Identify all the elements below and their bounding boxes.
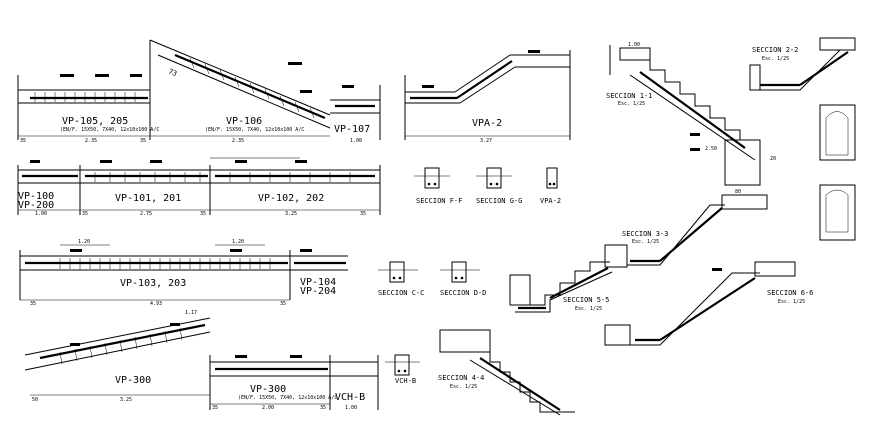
- dim-vp300a-a: 50: [32, 397, 38, 403]
- dim-vchb: 1.00: [345, 405, 357, 411]
- section-vpa2s: VPA-2: [540, 167, 561, 205]
- dim-80: 80: [735, 189, 741, 195]
- dim-vp101-a: 35: [82, 211, 88, 217]
- section-66-scale: Esc. 1/25: [778, 299, 805, 305]
- section-22: SECCION 2-2 Esc. 1/25: [749, 37, 856, 241]
- section-dd-label: SECCION D-D: [440, 289, 486, 297]
- section-vchbs-label: VCH-B: [395, 377, 416, 385]
- beam-vp106: 73 VP-106 (EN/F. 15X50, 7X40, 12x10x100 …: [149, 39, 331, 144]
- dim-vp105-c: 35: [140, 138, 146, 144]
- section-44: SECCION 4-4 Esc. 1/25: [438, 329, 575, 416]
- beam-vp105-label: VP-105, 205: [62, 116, 128, 127]
- section-ff: SECCION F-F: [414, 167, 462, 205]
- dim-vp300b-c: 35: [320, 405, 326, 411]
- beam-vp105: VP-105, 205 (EN/F. 15X50, 7X40, 12x10x10…: [17, 74, 159, 144]
- section-55-label: SECCION 5-5: [563, 296, 609, 304]
- beam-vp300a-label: VP-300: [115, 375, 151, 386]
- section-44-scale: Esc. 1/25: [450, 384, 477, 390]
- dim-vp300a-b: 3.25: [120, 397, 132, 403]
- section-55-scale: Esc. 1/25: [575, 306, 602, 312]
- beam-vpa2: VPA-2 3.27: [404, 50, 571, 144]
- beam-vp100: VP-100 VP-200 1.00: [17, 160, 80, 217]
- section-33-scale: Esc. 1/25: [632, 239, 659, 245]
- dim-250: 2.50: [705, 146, 717, 152]
- beam-vp300b: VP-300 (EN/F. 15X50, 7X40, 12x10x100 A/C…: [209, 355, 337, 411]
- dim-vp102-a: 3.25: [285, 211, 297, 217]
- section-22-scale: Esc. 1/25: [762, 56, 789, 62]
- beam-vp103: 1.20 1.20 VP-103, 203 35 4.93 35: [19, 239, 290, 307]
- dim-100: 1.00: [628, 42, 640, 48]
- dim-vp101-b: 2.75: [140, 211, 152, 217]
- section-66-label: SECCION 6-6: [767, 289, 813, 297]
- beam-vp102-label: VP-102, 202: [258, 193, 324, 204]
- dim-vp100: 1.00: [35, 211, 47, 217]
- beam-vp100-label2: VP-200: [18, 200, 54, 211]
- section-gg: SECCION G-G: [476, 167, 522, 205]
- section-11-label: SECCION 1-1: [606, 92, 652, 100]
- dim-vp107: 1.00: [350, 138, 362, 144]
- section-vpa2s-label: VPA-2: [540, 197, 561, 205]
- dim-vp101-c: 35: [200, 211, 206, 217]
- dim-vp103-a: 35: [30, 301, 36, 307]
- beam-vp106-label: VP-106: [226, 116, 262, 127]
- section-44-label: SECCION 4-4: [438, 374, 484, 382]
- beam-vp103-label: VP-103, 203: [120, 278, 186, 289]
- section-cc: SECCION C-C: [378, 261, 424, 297]
- section-22-label: SECCION 2-2: [752, 46, 798, 54]
- beam-vp104-label: VP-104: [300, 277, 336, 288]
- dim-vp102-b: 35: [360, 211, 366, 217]
- beam-vp104-label2: VP-204: [300, 286, 336, 297]
- section-vchbs: VCH-B: [385, 354, 420, 385]
- section-cc-label: SECCION C-C: [378, 289, 424, 297]
- dim-vpa2: 3.27: [480, 138, 492, 144]
- svg-text:73: 73: [167, 67, 178, 78]
- beam-vp101: VP-101, 201 35 2.75 35: [18, 160, 380, 217]
- section-ff-label: SECCION F-F: [416, 197, 462, 205]
- beam-vchb: VCH-B 1.00: [329, 355, 379, 411]
- dim-vp106: 2.35: [232, 138, 244, 144]
- section-11: 1.00 2.50 80 20 SECCION 1-1 Esc. 1/25: [606, 42, 776, 195]
- dim-vp300b-a: 35: [212, 405, 218, 411]
- dim-20: 20: [770, 156, 776, 162]
- beam-vp300b-note: (EN/F. 15X50, 7X40, 12x10x100 A/C: [238, 395, 337, 401]
- dim-vp103-top-a: 1.20: [78, 239, 90, 245]
- beam-vpa2-label: VPA-2: [472, 118, 502, 129]
- beam-vp107-label: VP-107: [334, 124, 370, 135]
- section-gg-label: SECCION G-G: [476, 197, 522, 205]
- section-55: SECCION 5-5 Esc. 1/25: [509, 261, 613, 313]
- section-66: SECCION 6-6 Esc. 1/25: [604, 261, 813, 346]
- section-11-scale: Esc. 1/25: [618, 101, 645, 107]
- beam-vp106-note: (EN/F. 15X50, 7X40, 12x10x100 A/C: [205, 127, 304, 133]
- beam-vp102: VP-102, 202 3.25 35: [209, 157, 381, 217]
- beam-vp105-note: (EN/F. 15X50, 7X40, 12x10x100 A/C: [60, 127, 159, 133]
- beam-vp100-label: VP-100: [18, 191, 54, 202]
- dim-vp103-b: 4.93: [150, 301, 162, 307]
- dim-vp105-a: 35: [20, 138, 26, 144]
- section-33: SECCION 3-3 Esc. 1/25: [604, 194, 768, 268]
- beam-vp300a: 1.17 VP-300 50 3.25: [24, 310, 211, 403]
- section-dd: SECCION D-D: [440, 261, 486, 297]
- dim-vp300b-b: 2.00: [262, 405, 274, 411]
- beam-vp101-label: VP-101, 201: [115, 193, 181, 204]
- beam-vchb-label: VCH-B: [335, 392, 365, 403]
- beam-vp300b-label: VP-300: [250, 384, 286, 395]
- section-33-label: SECCION 3-3: [622, 230, 668, 238]
- dim-vp103-c: 35: [280, 301, 286, 307]
- dim-117: 1.17: [185, 310, 197, 316]
- dim-vp105-b: 2.35: [85, 138, 97, 144]
- dim-vp103-top-b: 1.20: [232, 239, 244, 245]
- beam-vp104: VP-104 VP-204: [289, 249, 348, 300]
- beam-vp107: VP-107 1.00: [330, 85, 381, 144]
